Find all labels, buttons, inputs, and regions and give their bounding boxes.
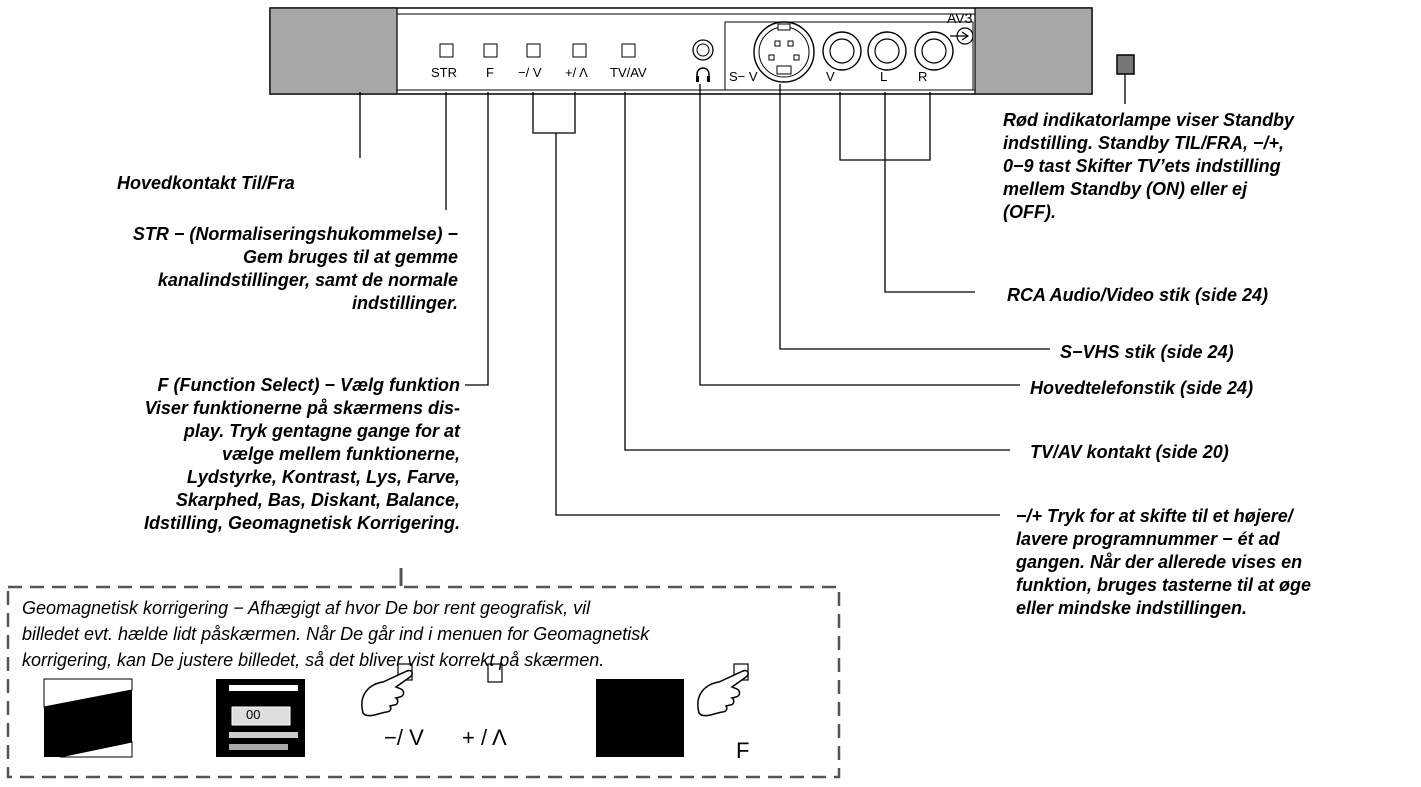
rca-audio-left-jack: [867, 31, 907, 71]
svideo-label: S− V: [729, 69, 758, 84]
geomagnetic-description: Geomagnetisk korrigering − Afhægigt af h…: [22, 595, 832, 673]
f-button[interactable]: [483, 43, 498, 58]
svideo-jack: [753, 21, 815, 83]
headphone-jack: [692, 39, 714, 61]
av3-input-icon: [950, 27, 974, 45]
plusminus-line-1: −/+ Tryk for at skifte til et højere/: [1016, 506, 1293, 526]
headphone-icon: [696, 67, 710, 82]
plusminus-line-2: lavere programnummer − ét ad: [1016, 529, 1280, 549]
menu-value: 00: [246, 707, 261, 722]
standby-indicator: [1116, 54, 1135, 75]
geo-line-2: billedet evt. hælde lidt påskærmen. Når …: [22, 624, 650, 644]
f-label: F: [736, 738, 750, 763]
standby-line-5: (OFF).: [1003, 202, 1056, 222]
standby-line-4: mellem Standby (ON) eller ej: [1003, 179, 1248, 199]
str-line-4: indstillinger.: [351, 293, 458, 313]
minus-button-label: −/ V: [518, 65, 542, 80]
str-button-label: STR: [431, 65, 457, 80]
f-line-2: Viser funktionerne på skærmens dis-: [144, 398, 460, 418]
standby-line-2: indstilling. Standby TIL/FRA, −/+,: [1003, 133, 1285, 153]
standby-line-3: 0−9 tast Skifter TV’ets indstilling: [1003, 156, 1281, 176]
headphone-label: Hovedtelefonstik (side 24): [1030, 378, 1254, 398]
tvav-button[interactable]: [621, 43, 636, 58]
geomagnetic-menu-icon: [216, 679, 305, 757]
minus-button[interactable]: [526, 43, 541, 58]
rca-audio-right-jack: [914, 31, 954, 71]
right-jack-label: R: [918, 69, 928, 84]
f-line-5: Lydstyrke, Kontrast, Lys, Farve,: [186, 467, 460, 487]
standby-description: Rød indikatorlampe viser Standby indstil…: [1003, 109, 1413, 224]
f-line-6: Skarphed, Bas, Diskant, Balance,: [175, 490, 460, 510]
rca-video-jack: [822, 31, 862, 71]
str-line-1: STR − (Normaliseringshukommelse) −: [132, 224, 458, 244]
panel-left-grey: [269, 7, 398, 95]
geomagnetic-info-box: [6, 585, 841, 779]
video-jack-label: V: [826, 69, 835, 84]
plusminus-description: −/+ Tryk for at skifte til et højere/ la…: [1016, 505, 1421, 620]
rca-label: RCA Audio/Video stik (side 24): [1007, 285, 1269, 305]
plusminus-line-4: funktion, bruges tasterne til at øge: [1016, 575, 1312, 595]
plus-button-label: +/ Λ: [565, 65, 588, 80]
standby-line-1: Rød indikatorlampe viser Standby: [1003, 110, 1295, 130]
left-jack-label: L: [880, 69, 888, 84]
plus-label: + / Λ: [462, 725, 507, 750]
f-description: F (Function Select) − Vælg funktion Vise…: [12, 374, 460, 535]
tvav-label: TV/AV kontakt (side 20): [1030, 442, 1229, 462]
leader-lines: [359, 74, 1126, 516]
f-line-3: play. Tryk gentagne gange for at: [183, 421, 460, 441]
geo-line-1: Geomagnetisk korrigering − Afhægigt af h…: [22, 598, 591, 618]
plus-button-icon: [487, 663, 503, 683]
minus-label: −/ V: [384, 725, 424, 750]
svhs-label: S−VHS stik (side 24): [1060, 342, 1234, 362]
f-line-7: Idstilling, Geomagnetisk Korrigering.: [143, 513, 460, 533]
corrected-picture-icon: [596, 679, 684, 757]
main-switch-label: Hovedkontakt Til/Fra: [117, 173, 295, 193]
f-line-4: vælge mellem funktionerne,: [221, 444, 460, 464]
tvav-button-label: TV/AV: [610, 65, 647, 80]
av3-label: AV3: [947, 10, 973, 26]
str-button[interactable]: [439, 43, 454, 58]
plusminus-line-5: eller mindske indstillingen.: [1016, 598, 1248, 618]
geo-line-3: korrigering, kan De justere billedet, så…: [22, 650, 605, 670]
str-line-3: kanalindstillinger, samt de normale: [157, 270, 458, 290]
str-line-2: Gem bruges til at gemme: [242, 247, 458, 267]
f-button-label: F: [486, 65, 494, 80]
f-line-1: F (Function Select) − Vælg funktion: [157, 375, 460, 395]
tilted-picture-icon: [43, 678, 133, 758]
finger-press-minus-icon: [361, 663, 413, 717]
str-description: STR − (Normaliseringshukommelse) − Gem b…: [20, 223, 458, 315]
finger-press-f-icon: [697, 663, 749, 717]
panel-right-grey: [974, 7, 1093, 95]
plus-button[interactable]: [572, 43, 587, 58]
jack-panel-frame: [724, 21, 974, 91]
plusminus-line-3: gangen. Når der allerede vises en: [1016, 552, 1303, 572]
